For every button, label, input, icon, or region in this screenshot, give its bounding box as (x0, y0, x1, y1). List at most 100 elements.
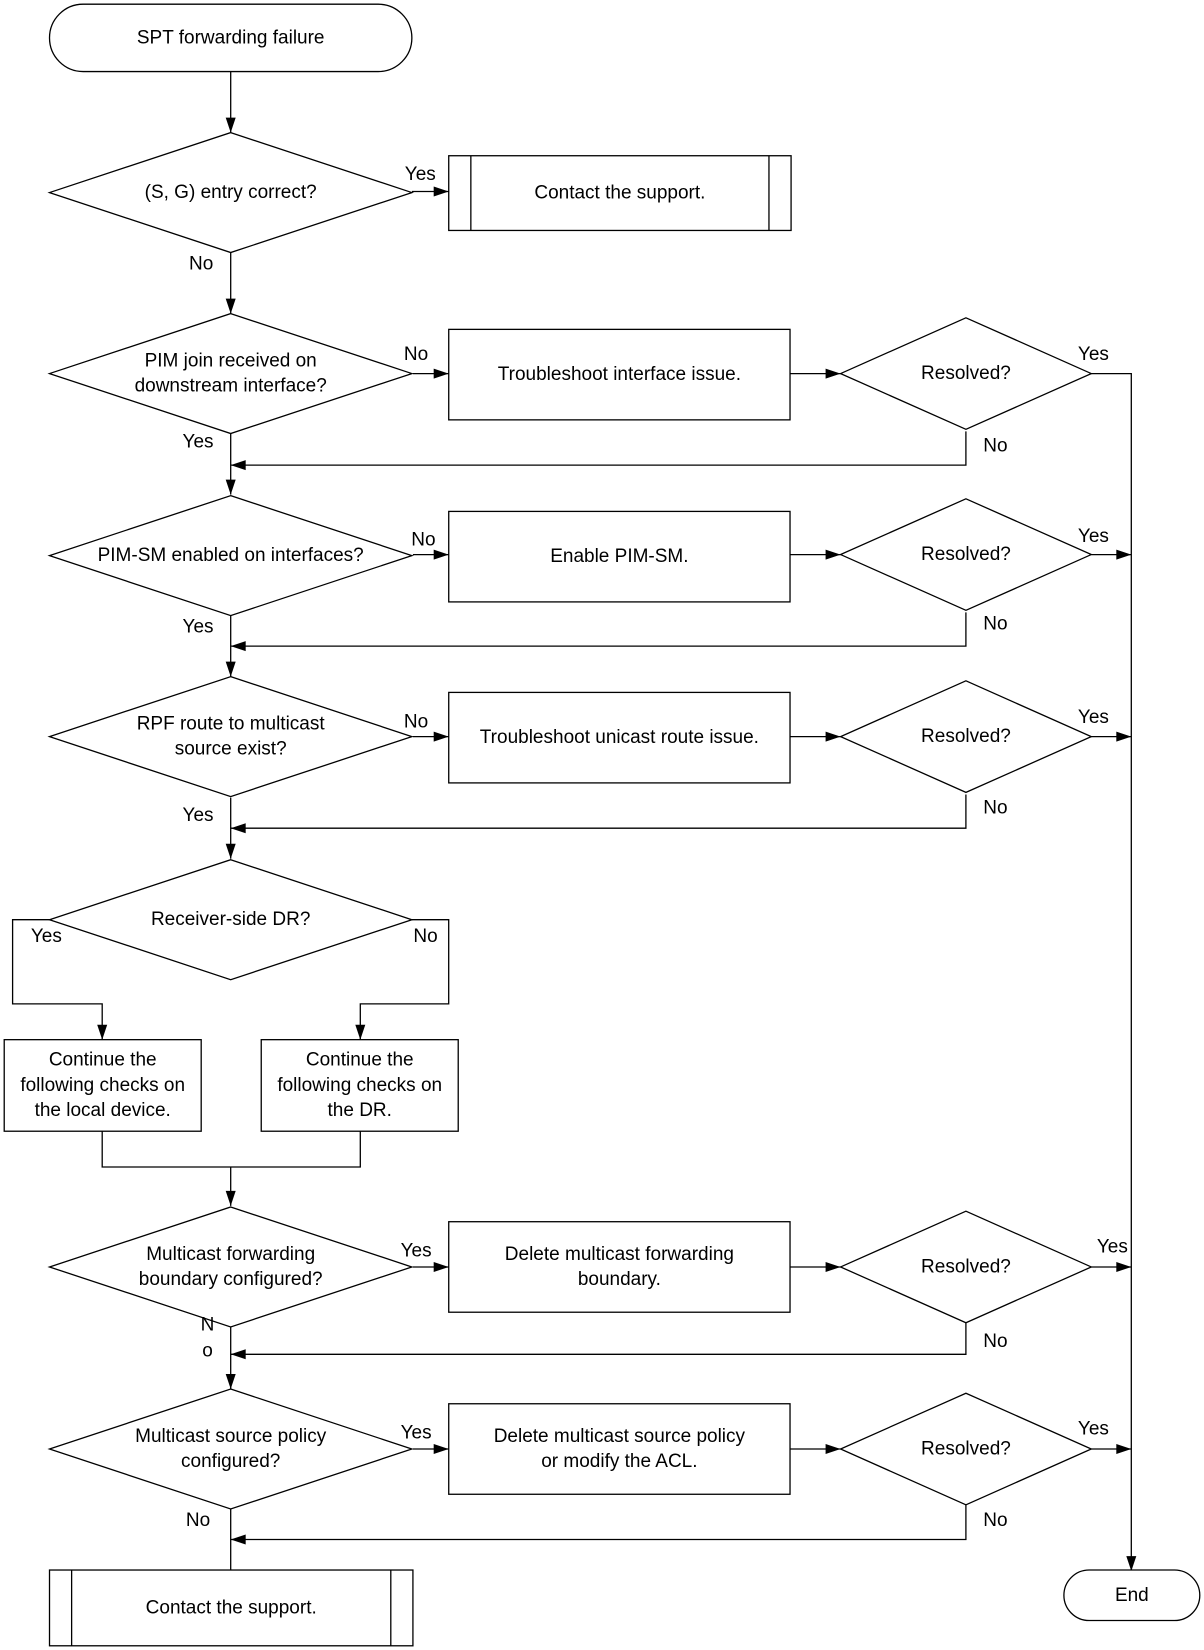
arrowhead-19 (97, 1024, 108, 1040)
r1-text-0: Resolved? (921, 363, 1011, 384)
label-r4-yes: Yes (1097, 1236, 1128, 1257)
label-pimjoin-yes: Yes (183, 431, 214, 452)
r4-text-0: Resolved? (921, 1256, 1011, 1277)
arrowhead-32 (230, 1534, 246, 1545)
d_pimjoin-diamond (47, 312, 414, 435)
arrowhead-29 (825, 1444, 841, 1454)
p_dr-box (260, 1039, 459, 1132)
p_unicast-text-0: Troubleshoot unicast route issue. (480, 727, 759, 748)
arrowhead-17 (225, 843, 236, 859)
connector-8 (230, 431, 967, 466)
arrowhead-14 (433, 731, 449, 742)
connector-18 (230, 794, 967, 829)
p_local-text-1: following checks on (20, 1075, 185, 1096)
d_rpf-text-1: source exist? (175, 739, 287, 760)
d_pimjoin-text-0: PIM join received on (145, 350, 317, 371)
arrowhead-3 (225, 298, 236, 314)
d_dr-text-0: Receiver-side DR? (151, 909, 310, 930)
d_policy-diamond (47, 1388, 414, 1510)
label-sg-no: No (189, 254, 213, 275)
connector-27 (230, 1322, 967, 1355)
connector-19 (11, 919, 103, 1040)
arrowhead-27 (230, 1349, 246, 1360)
d_boundary-diamond (47, 1206, 414, 1328)
label-pimjoin-no: No (404, 344, 428, 365)
label-rpf-yes: Yes (183, 805, 214, 826)
arrowhead-30 (1116, 1444, 1132, 1454)
arrowhead-1 (225, 117, 236, 133)
label-r5-no: No (983, 1510, 1007, 1531)
label-r3-yes: Yes (1078, 707, 1109, 728)
label-boundary-no-1: N (201, 1314, 215, 1335)
p_delboundary-text-1: boundary. (578, 1269, 661, 1290)
p_enable-box (448, 510, 791, 603)
label-pimsm-yes: Yes (183, 617, 214, 638)
connector-32 (230, 1504, 967, 1541)
arrowhead-22 (225, 1190, 236, 1206)
p_delpolicy-text-1: or modify the ACL. (541, 1451, 697, 1472)
d_policy-text-1: configured? (181, 1451, 280, 1472)
p_delpolicy-text-0: Delete multicast source policy (494, 1426, 746, 1447)
p_support1-text-0: Contact the support. (534, 183, 705, 204)
r1-diamond (838, 317, 1093, 431)
arrowhead-11 (1116, 549, 1132, 560)
end-terminator (1063, 1569, 1201, 1622)
arrowhead-9 (433, 549, 449, 560)
label-pimsm-no: No (411, 529, 435, 550)
d_pimsm-diamond (47, 494, 414, 617)
p_enable-text-0: Enable PIM-SM. (550, 546, 688, 567)
connector-6 (1091, 372, 1132, 1572)
d_rpf-diamond (47, 675, 414, 798)
connector-21 (101, 1131, 361, 1168)
label-r1-no: No (983, 436, 1007, 457)
label-sg-yes: Yes (405, 164, 436, 185)
arrowhead-13 (230, 641, 246, 652)
label-r2-yes: Yes (1078, 526, 1109, 547)
p_local-text-0: Continue the (49, 1050, 157, 1071)
p_support1-box (448, 155, 792, 232)
d_pimjoin-text-1: downstream interface? (135, 376, 327, 397)
r2-text-0: Resolved? (921, 544, 1011, 565)
label-r2-no: No (983, 614, 1007, 635)
p_iface-text-0: Troubleshoot interface issue. (498, 364, 741, 385)
label-boundary-no-2: o (202, 1341, 213, 1362)
d_policy-text-0: Multicast source policy (135, 1426, 327, 1447)
arrowhead-5 (825, 368, 841, 379)
start-text-0: SPT forwarding failure (137, 27, 325, 48)
arrowhead-8 (230, 460, 246, 471)
arrowhead-18 (230, 823, 246, 834)
end-text-0: End (1115, 1585, 1149, 1606)
p_support2-box (48, 1569, 414, 1647)
arrowhead-15 (825, 731, 841, 742)
r3-text-0: Resolved? (921, 726, 1011, 747)
start-terminator (48, 3, 413, 73)
p_delboundary-text-0: Delete multicast forwarding (505, 1244, 734, 1265)
d_boundary-text-0: Multicast forwarding (146, 1244, 315, 1265)
p_support2-text-0: Contact the support. (146, 1597, 317, 1618)
label-policy-no: No (186, 1510, 210, 1531)
arrowhead-16 (1116, 731, 1132, 742)
p_iface-box (448, 328, 791, 421)
r5-text-0: Resolved? (921, 1439, 1011, 1460)
arrowhead-4 (433, 368, 449, 379)
r4-diamond (838, 1210, 1093, 1324)
p_dr-text-2: the DR. (328, 1100, 392, 1121)
arrowhead-6 (1126, 1556, 1137, 1572)
d_boundary-text-1: boundary configured? (139, 1269, 323, 1290)
r5-diamond (838, 1392, 1093, 1506)
arrowhead-12 (225, 661, 236, 677)
connector-13 (230, 612, 967, 647)
d_dr-diamond (47, 859, 414, 981)
label-r5-yes: Yes (1078, 1419, 1109, 1440)
r2-diamond (838, 498, 1093, 612)
d_rpf-text-0: RPF route to multicast (137, 713, 326, 734)
label-dr-no: No (413, 926, 437, 947)
label-policy-yes: Yes (401, 1423, 432, 1444)
label-r1-yes: Yes (1078, 344, 1109, 365)
p_dr-text-0: Continue the (306, 1050, 414, 1071)
arrowhead-7 (225, 479, 236, 495)
label-r3-no: No (983, 798, 1007, 819)
p_delpolicy-box (448, 1403, 791, 1495)
d_pimsm-text-0: PIM-SM enabled on interfaces? (98, 545, 364, 566)
